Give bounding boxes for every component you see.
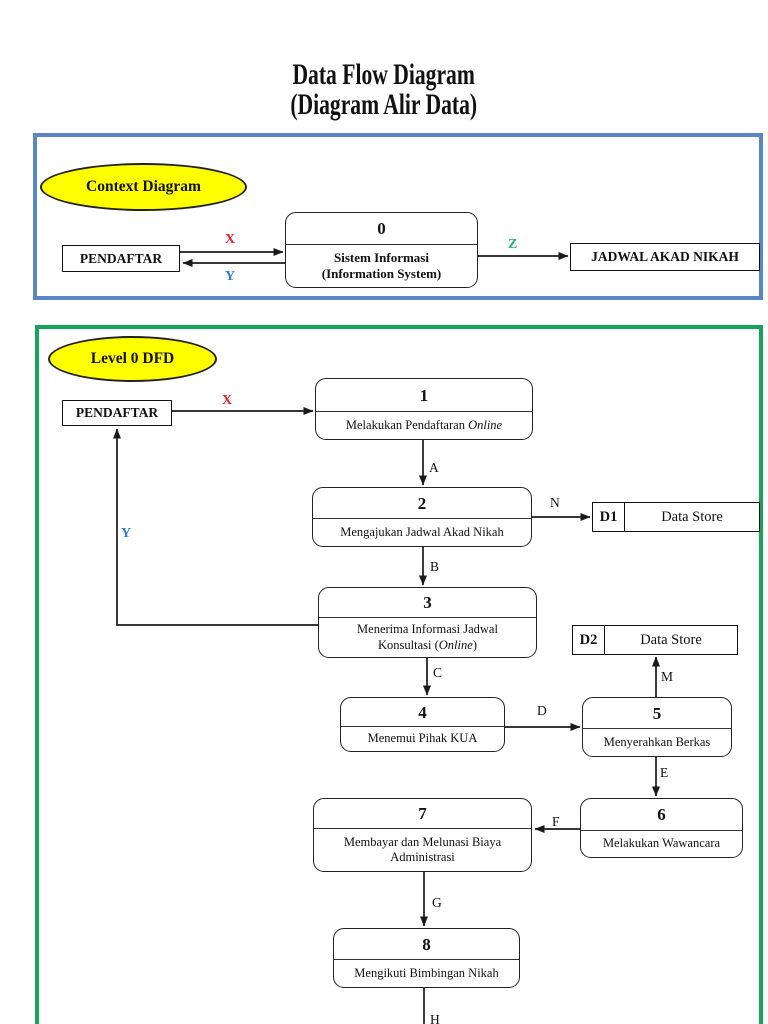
flow-label-c: C: [433, 665, 443, 680]
flow-label-z-context: Z: [508, 237, 518, 252]
process-3-number: 3: [319, 588, 536, 618]
entity-jadwal-akad-nikah-label: JADWAL AKAD NIKAH: [591, 249, 739, 264]
process-3-label-line2-close: ): [472, 637, 477, 652]
title-line-1: Data Flow Diagram: [292, 58, 476, 91]
process-1-number: 1: [316, 379, 532, 412]
process-0-label-line2: (Information System): [321, 266, 442, 281]
process-2-mengajukan-jadwal-akad-nikah: 2 Mengajukan Jadwal Akad Nikah: [312, 487, 532, 547]
process-3-label: Menerima Informasi Jadwal Konsultasi (On…: [319, 618, 536, 657]
flow-label-y-context: Y: [225, 269, 236, 284]
process-1-label-text: Melakukan Pendaftaran: [345, 417, 469, 432]
process-2-number: 2: [313, 488, 531, 519]
process-1-label-italic: Online: [468, 417, 503, 432]
process-6-number: 6: [581, 799, 742, 831]
page-title: Data Flow Diagram (Diagram Alir Data): [0, 60, 768, 120]
process-8-label-text: Mengikuti Bimbingan Nikah: [354, 965, 499, 980]
process-5-menyerahkan-berkas: 5 Menyerahkan Berkas: [582, 697, 732, 757]
process-6-label: Melakukan Wawancara: [581, 831, 742, 857]
process-3-label-line1: Menerima Informasi Jadwal: [357, 622, 498, 637]
process-1-melakukan-pendaftaran-online: 1 Melakukan Pendaftaran Online: [315, 378, 533, 440]
datastore-d2-id: D2: [573, 626, 605, 654]
flow-label-h: H: [430, 1012, 440, 1024]
process-8-mengikuti-bimbingan-nikah: 8 Mengikuti Bimbingan Nikah: [333, 928, 520, 988]
datastore-d1-label: Data Store: [661, 508, 723, 525]
entity-pendaftar-context-label: PENDAFTAR: [79, 250, 163, 266]
process-4-label-text: Menemui Pihak KUA: [367, 731, 478, 746]
process-3-label-italic: Online: [438, 637, 473, 652]
process-4-menemui-pihak-kua: 4 Menemui Pihak KUA: [340, 697, 505, 752]
flow-label-d: D: [537, 703, 547, 718]
datastore-d1: D1 Data Store: [592, 502, 760, 532]
process-0-label: Sistem Informasi (Information System): [286, 245, 477, 287]
process-5-label: Menyerahkan Berkas: [583, 729, 731, 756]
level0-dfd-badge: Level 0 DFD: [48, 336, 217, 382]
process-4-label: Menemui Pihak KUA: [341, 727, 504, 751]
process-4-number: 4: [341, 698, 504, 727]
process-0-number: 0: [286, 213, 477, 245]
process-8-label: Mengikuti Bimbingan Nikah: [334, 960, 519, 987]
entity-pendaftar-context: PENDAFTAR: [62, 245, 180, 272]
process-7-membayar-biaya-administrasi: 7 Membayar dan Melunasi Biaya Administra…: [313, 798, 532, 872]
flow-label-m: M: [661, 669, 674, 684]
process-7-label-line2: Administrasi: [390, 850, 455, 864]
flow-label-x-context: X: [225, 232, 236, 247]
process-6-melakukan-wawancara: 6 Melakukan Wawancara: [580, 798, 743, 858]
process-0-sistem-informasi: 0 Sistem Informasi (Information System): [285, 212, 478, 288]
flow-label-n: N: [550, 495, 560, 510]
process-2-label: Mengajukan Jadwal Akad Nikah: [313, 519, 531, 546]
level0-dfd-badge-label: Level 0 DFD: [90, 350, 175, 367]
datastore-d1-id: D1: [593, 503, 625, 531]
flow-label-a: A: [429, 460, 439, 475]
process-3-label-line2: Konsultasi (: [378, 637, 439, 652]
process-2-label-text: Mengajukan Jadwal Akad Nikah: [340, 524, 504, 539]
flow-label-b: B: [430, 559, 440, 574]
process-5-label-text: Menyerahkan Berkas: [603, 734, 711, 749]
flow-label-y-level0: Y: [121, 526, 132, 541]
process-3-menerima-informasi-jadwal: 3 Menerima Informasi Jadwal Konsultasi (…: [318, 587, 537, 658]
flow-label-e: E: [660, 765, 669, 780]
process-7-label: Membayar dan Melunasi Biaya Administrasi: [314, 829, 531, 871]
process-1-label: Melakukan Pendaftaran Online: [316, 412, 532, 439]
entity-pendaftar-level0: PENDAFTAR: [62, 400, 172, 426]
context-diagram-badge-label: Context Diagram: [86, 178, 201, 195]
process-6-label-text: Melakukan Wawancara: [602, 836, 721, 851]
process-0-label-line1: Sistem Informasi: [334, 250, 429, 266]
process-7-number: 7: [314, 799, 531, 829]
entity-jadwal-akad-nikah: JADWAL AKAD NIKAH: [570, 243, 760, 271]
context-diagram-badge: Context Diagram: [40, 163, 247, 211]
flow-label-f: F: [552, 814, 560, 829]
flow-label-g: G: [432, 895, 442, 910]
title-line-2: (Diagram Alir Data): [290, 88, 478, 121]
process-5-number: 5: [583, 698, 731, 729]
process-8-number: 8: [334, 929, 519, 960]
process-7-label-line1: Membayar dan Melunasi Biaya: [343, 834, 502, 849]
datastore-d2: D2 Data Store: [572, 625, 738, 655]
datastore-d2-label: Data Store: [640, 631, 702, 648]
flow-label-x-level0: X: [222, 393, 233, 408]
entity-pendaftar-level0-label: PENDAFTAR: [75, 405, 159, 420]
